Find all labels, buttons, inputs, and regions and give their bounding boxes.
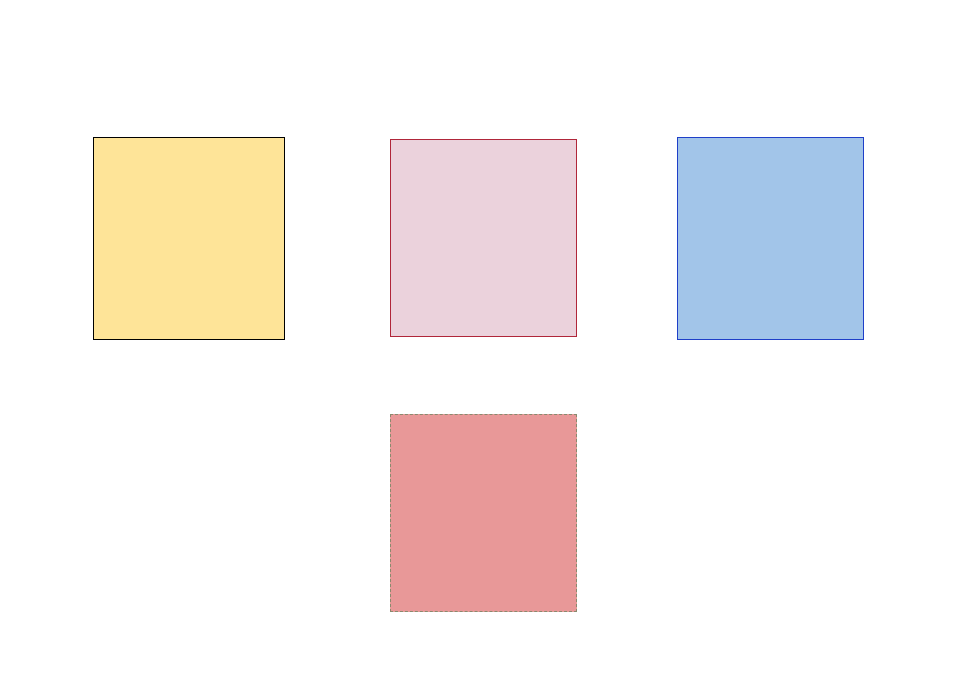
- pink-rectangle[interactable]: [390, 139, 577, 337]
- blue-rectangle[interactable]: [677, 137, 864, 340]
- red-dashed-rectangle[interactable]: [390, 414, 577, 612]
- yellow-rectangle[interactable]: [93, 137, 285, 340]
